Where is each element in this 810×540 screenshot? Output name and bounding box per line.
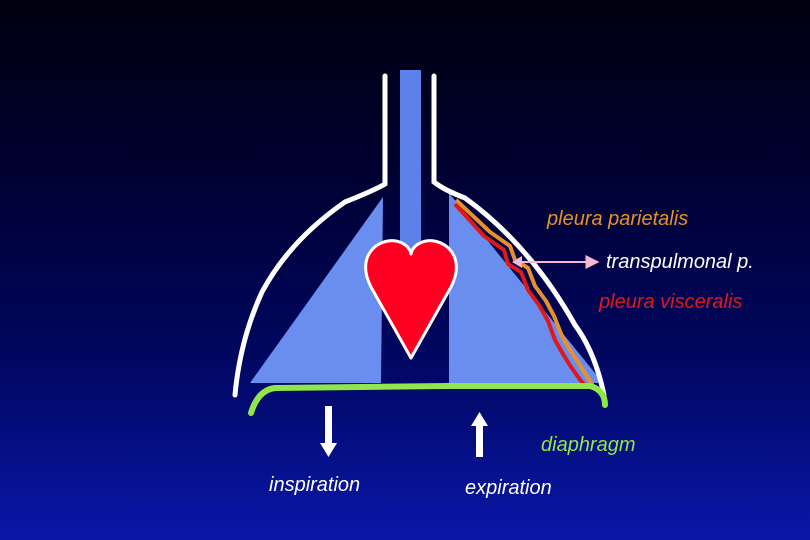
label-diaphragm: diaphragm (541, 434, 636, 456)
pleura-visceralis-line (453, 202, 590, 390)
label-expiration: expiration (465, 477, 552, 499)
expiration-arrow (471, 412, 488, 457)
left-lung (250, 197, 383, 383)
heart-icon (364, 239, 458, 360)
label-pleura-visceralis: pleura visceralis (599, 291, 743, 313)
pleura-parietalis-line (454, 198, 595, 388)
inspiration-arrow (320, 406, 337, 457)
diaphragm-line (248, 383, 608, 416)
chest-wall-right (431, 73, 607, 398)
label-pleura-parietalis: pleura parietalis (547, 208, 689, 230)
transpulmonal-arrow-tail (512, 256, 522, 268)
chest-wall-left (232, 73, 388, 398)
label-inspiration: inspiration (269, 474, 361, 496)
label-transpulmonal: transpulmonal p. (606, 251, 754, 273)
